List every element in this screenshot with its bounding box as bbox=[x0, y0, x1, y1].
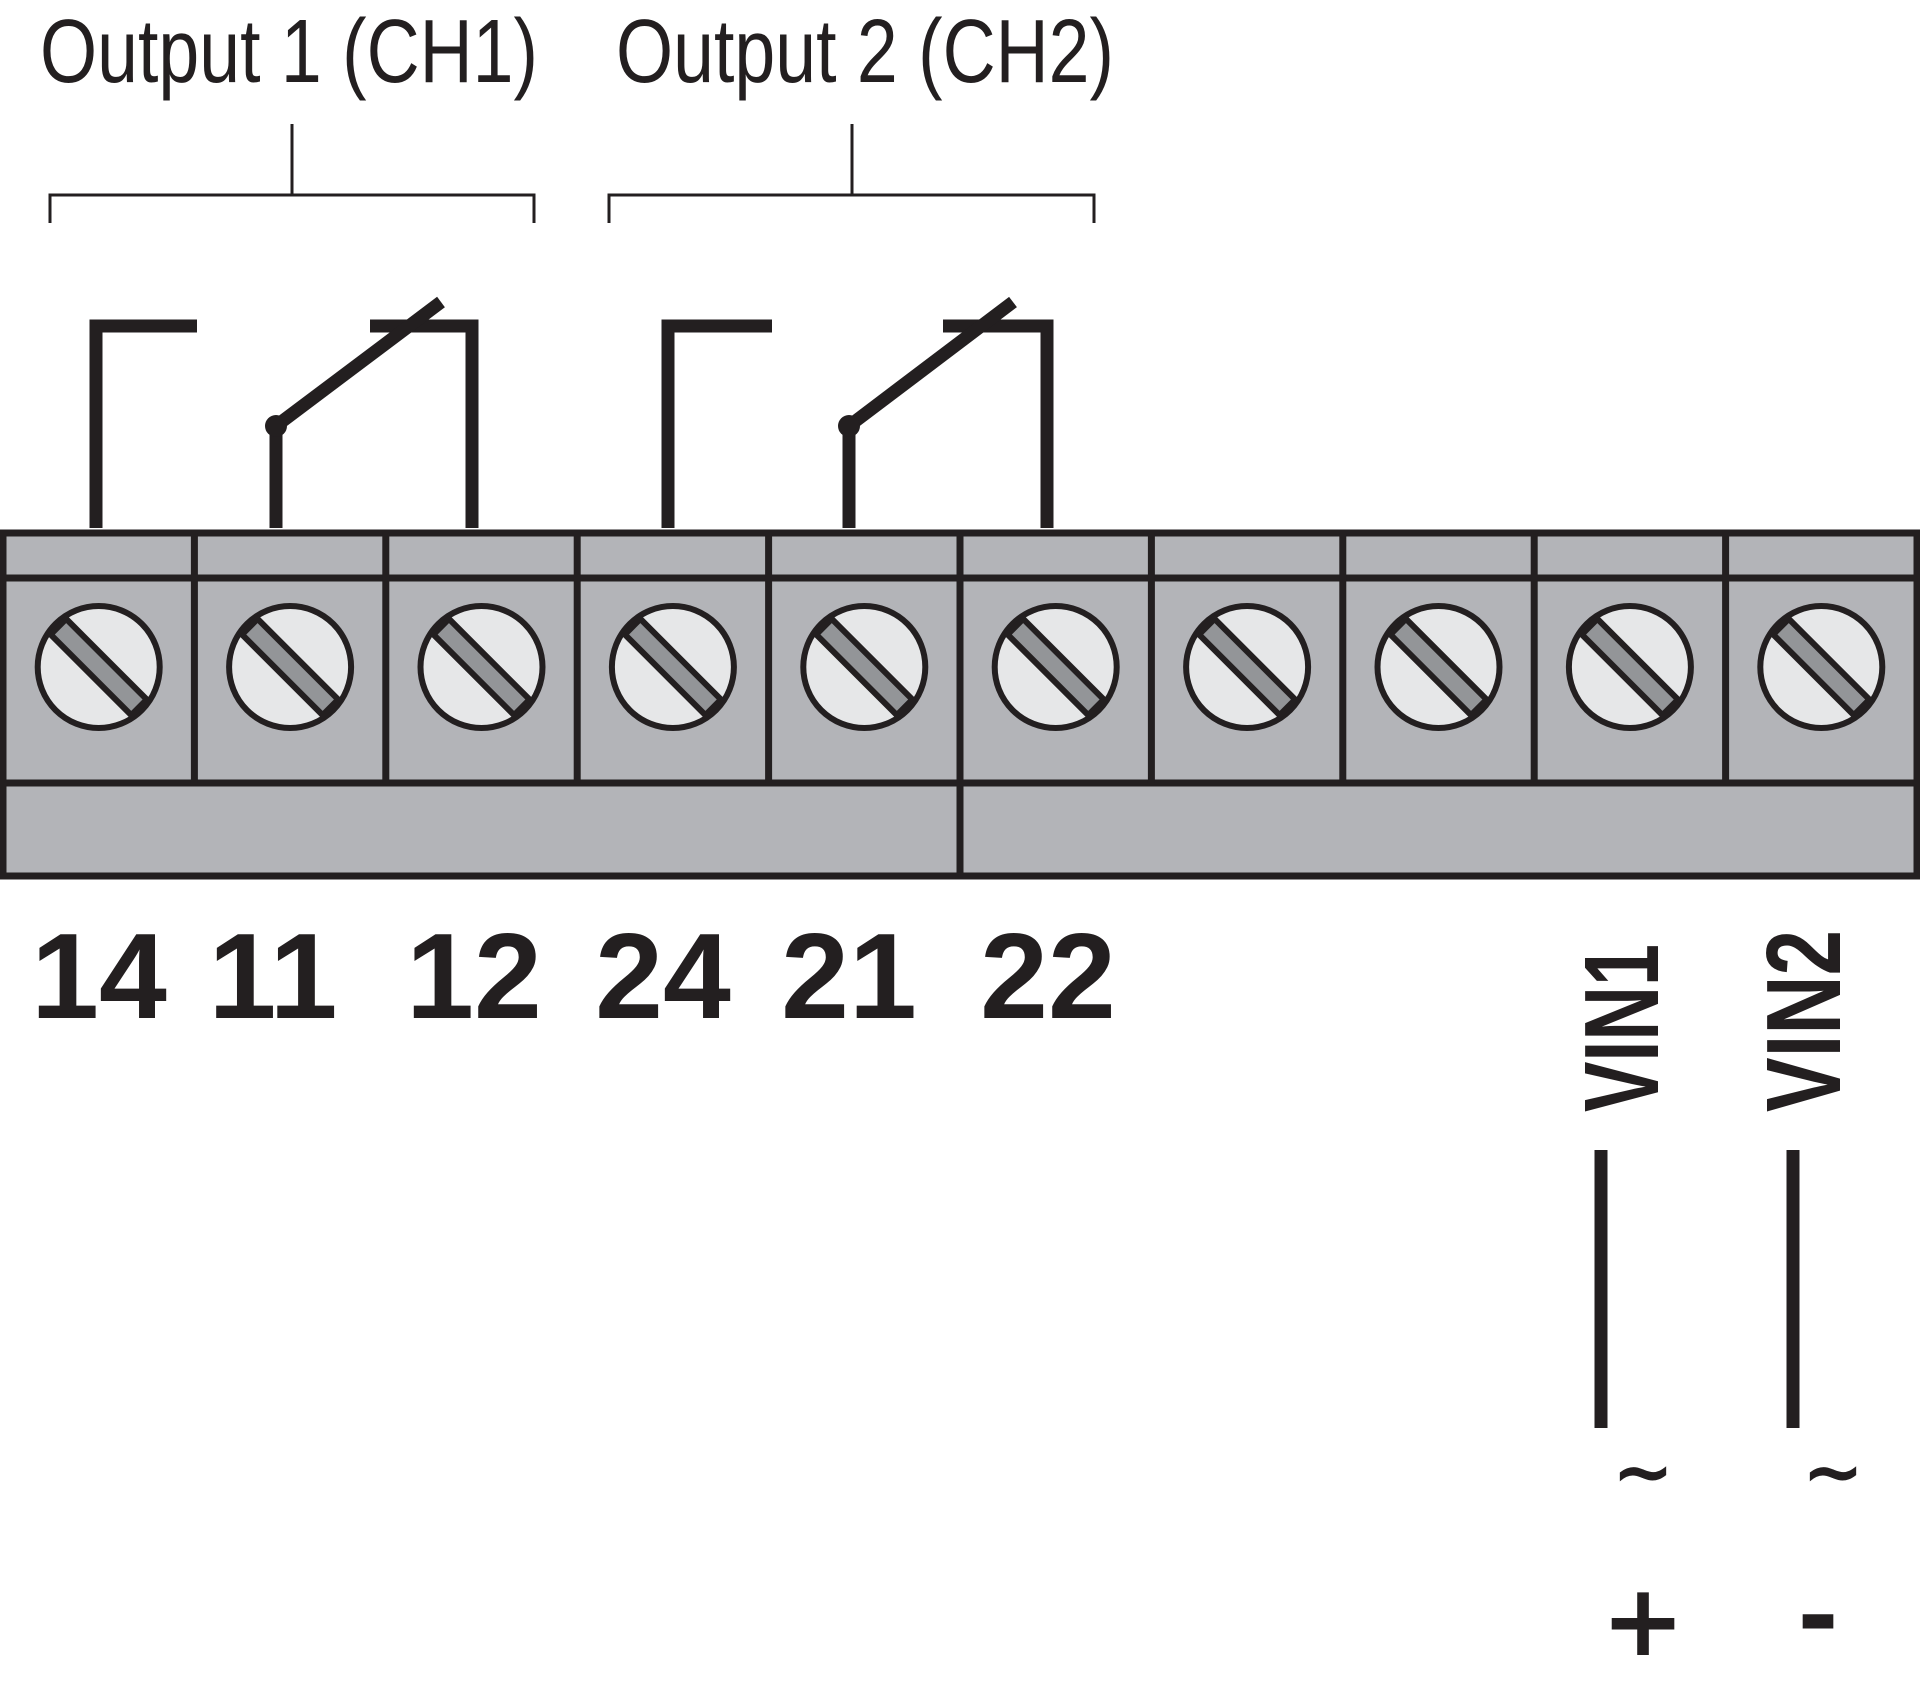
vin1-ac-symbol: ~ bbox=[1612, 1429, 1674, 1515]
output-1-bracket bbox=[48, 124, 536, 223]
terminal-dividers bbox=[190, 533, 1730, 783]
screw-icon[interactable] bbox=[1374, 603, 1503, 731]
terminal-number-11: 11 bbox=[209, 908, 338, 1044]
output-2-label: Output 2 (CH2) bbox=[616, 2, 1114, 102]
terminal-number-12: 12 bbox=[406, 908, 542, 1044]
terminal-number-14: 14 bbox=[31, 908, 167, 1044]
screw-icon[interactable] bbox=[1757, 603, 1886, 731]
output-1-label: Output 1 (CH1) bbox=[40, 2, 538, 102]
vin2-ac-symbol: ~ bbox=[1802, 1429, 1864, 1515]
screw-icon[interactable] bbox=[226, 603, 355, 731]
relay-contact-ch2 bbox=[661, 296, 1054, 528]
terminal-number-21: 21 bbox=[781, 908, 917, 1044]
terminal-number-24: 24 bbox=[595, 908, 731, 1044]
vin1-label: VIN1 bbox=[1563, 944, 1681, 1112]
terminal-number-22: 22 bbox=[980, 908, 1116, 1044]
screw-icon[interactable] bbox=[34, 603, 163, 731]
screw-icon[interactable] bbox=[1183, 603, 1312, 731]
screw-icon[interactable] bbox=[991, 603, 1120, 731]
screw-icon[interactable] bbox=[608, 603, 737, 731]
output-2-bracket bbox=[607, 124, 1096, 223]
vin1-polarity: + bbox=[1601, 1562, 1685, 1679]
vin2-polarity: - bbox=[1797, 1557, 1839, 1674]
terminal-screws bbox=[34, 603, 1886, 731]
relay-contact-ch1 bbox=[89, 296, 479, 528]
screw-icon[interactable] bbox=[417, 603, 546, 731]
screw-icon[interactable] bbox=[1565, 603, 1694, 731]
vin2-label: VIN2 bbox=[1745, 930, 1863, 1112]
terminal-numbers: 14 11 12 24 21 22 bbox=[31, 908, 1116, 1044]
screw-icon[interactable] bbox=[800, 603, 929, 731]
